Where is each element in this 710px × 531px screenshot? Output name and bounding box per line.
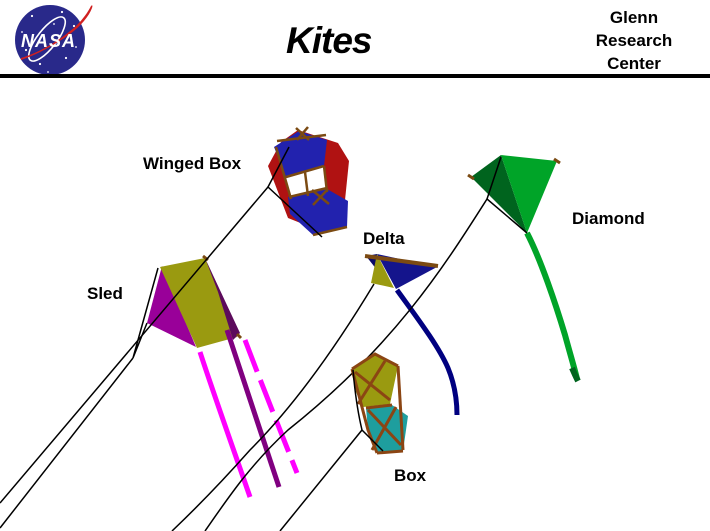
org-name-line2: Research (595, 31, 673, 50)
delta-string (171, 283, 375, 531)
delta-wing (377, 254, 437, 289)
diamond-label: Diamond (572, 209, 645, 228)
org-name-line1: Glenn (609, 8, 659, 27)
nasa-logo: NASA (15, 5, 93, 75)
winged-box-kite (268, 126, 349, 237)
diamond-string (204, 198, 488, 531)
box-string (279, 429, 363, 531)
winged-box-bottom-cell (288, 189, 348, 235)
box-kite (279, 352, 408, 531)
org-name-line3: Center (607, 54, 661, 73)
nasa-logo-stars (21, 10, 77, 73)
kite-scene: Winged Box Delta Diamond Sled Box (0, 126, 645, 531)
page-title: Kites (286, 20, 372, 61)
delta-label: Delta (363, 229, 405, 248)
winged-box-string (0, 186, 269, 504)
sled-kite (147, 254, 300, 498)
sled-tail-right (242, 339, 300, 474)
delta-keel (371, 254, 394, 288)
winged-box-top-cell (274, 131, 327, 177)
winged-box-label: Winged Box (143, 154, 242, 173)
delta-kite (364, 254, 460, 416)
nasa-logo-globe (15, 5, 85, 75)
diamond-left-face (471, 155, 527, 233)
delta-leading-edge (364, 254, 439, 268)
sled-right-panel (205, 258, 240, 340)
box-label: Box (394, 466, 427, 485)
org-name: Glenn Research Center (574, 6, 694, 75)
box-frame (350, 352, 405, 455)
kite-strings (0, 146, 528, 531)
sled-body (160, 258, 237, 348)
delta-tail (394, 288, 460, 416)
nasa-logo-orbit (27, 16, 67, 62)
box-bridle (352, 369, 384, 452)
sled-bridle (132, 267, 159, 359)
sled-string (0, 357, 134, 529)
diamond-spar-tips (467, 157, 561, 181)
nasa-logo-text: NASA (21, 31, 76, 51)
diamond-right-face (501, 155, 557, 233)
sled-tail-middle (224, 329, 282, 488)
sled-left-panel (147, 266, 196, 347)
sled-label: Sled (87, 284, 123, 303)
diamond-tail-tip (569, 366, 581, 383)
diamond-tail (524, 231, 580, 380)
sled-tail-left (197, 351, 253, 498)
diamond-kite (467, 155, 581, 383)
header-divider (0, 74, 710, 78)
